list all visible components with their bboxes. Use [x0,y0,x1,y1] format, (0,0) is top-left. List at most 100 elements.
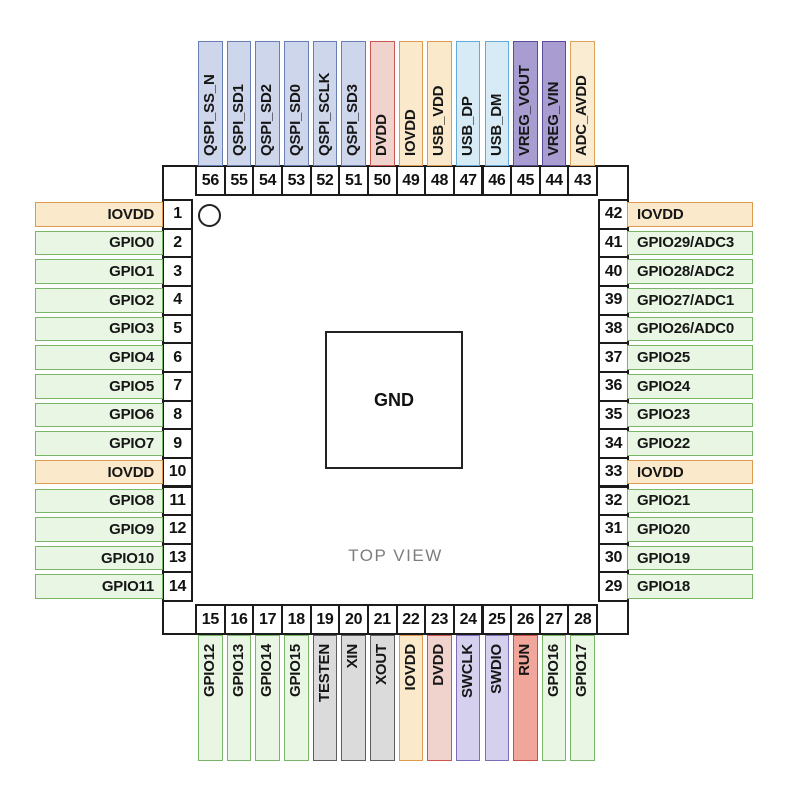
pin-number: 38 [598,313,629,345]
pin-label-text: GPIO0 [109,234,154,252]
pin-label: GPIO23 [627,402,753,428]
pin-number: 31 [598,514,629,545]
pin-label: GPIO7 [35,431,163,456]
pin-label-text: QSPI_SD1 [229,84,247,156]
pin-label-text: IOVDD [107,463,154,481]
pin-number: 15 [195,604,226,635]
pin-number: 12 [162,514,193,545]
pin-label: GPIO14 [255,635,280,761]
pin-label-text: XOUT [372,644,390,685]
pin-label: GPIO27/ADC1 [627,287,753,313]
pin-label: RUN [513,635,538,761]
pin-label-text: XIN [344,644,362,669]
pin-number: 28 [567,604,599,635]
pin-label-text: GPIO2 [109,291,154,309]
pin-number: 27 [538,604,570,635]
pin-number: 49 [395,165,427,196]
pin-number: 10 [162,456,193,488]
pin-label: GPIO10 [35,545,163,571]
pin-number: 37 [598,342,629,373]
pin-number: 35 [598,399,629,431]
pin-label: GPIO3 [35,316,163,342]
pin-label: USB_DM [484,41,510,166]
pin-label: GPIO0 [35,230,163,256]
pin-label-text: GPIO9 [109,520,154,538]
pin-label: DVDD [427,635,452,761]
pin-label-text: DVDD [430,644,448,686]
pin-label: QSPI_SD1 [226,41,252,166]
pin-label-text: IOVDD [637,463,684,481]
pin-label: GPIO13 [226,635,252,761]
pin-number: 7 [162,370,193,402]
pin-label: GPIO8 [35,488,163,514]
pin-label: USB_VDD [427,41,452,166]
pin-number: 47 [452,165,484,196]
pin-number: 54 [252,165,283,196]
pin-number: 19 [309,604,341,635]
pin-label-text: GPIO25 [637,349,690,367]
pin-number: 16 [223,604,255,635]
pin-label: GPIO12 [198,635,223,761]
pin-label-text: GPIO6 [109,406,154,424]
pin-number: 56 [195,165,226,196]
pin-label-text: GPIO8 [109,492,154,510]
pin-label-text: GPIO20 [637,520,690,538]
pin-number: 32 [598,485,629,517]
pin-label: USB_DP [455,41,481,166]
pin-number: 13 [162,542,193,574]
pin-number: 51 [338,165,369,196]
pin-number: 2 [162,227,193,259]
pin-label-text: GPIO16 [544,644,562,697]
pin-label-text: GPIO29/ADC3 [637,234,734,252]
pin-label-text: QSPI_SCLK [315,72,333,156]
pin-label-text: IOVDD [637,205,684,223]
pin-number: 9 [162,428,193,459]
pin-number: 55 [223,165,255,196]
gnd-pad: GND [325,331,463,469]
pin-number: 4 [162,284,193,316]
pin-label-text: GPIO1 [109,263,154,281]
pin-label: TESTEN [312,635,338,761]
pin-label: IOVDD [627,459,753,485]
pin-label: GPIO21 [627,488,753,514]
pin-label-text: QSPI_SD3 [344,84,362,156]
pin-label: GPIO1 [35,259,163,284]
pin-label-text: IOVDD [107,205,154,223]
pin-label: QSPI_SD2 [255,41,280,166]
pin-label-text: GPIO17 [573,644,591,697]
pin-label: IOVDD [35,459,163,485]
pin-label-text: USB_VDD [430,85,448,156]
pin-label-text: GPIO4 [109,349,154,367]
pin-label: GPIO24 [627,373,753,399]
pin-number: 5 [162,313,193,345]
pin-number: 40 [598,256,629,287]
pin-label-text: GPIO23 [637,406,690,424]
pin-number: 39 [598,284,629,316]
pin-number: 22 [395,604,427,635]
pin-number: 21 [366,604,398,635]
pin-label-text: GPIO21 [637,492,690,510]
pin-label: GPIO16 [541,635,567,761]
pin-label: VREG_VOUT [513,41,538,166]
pin-label-text: QSPI_SS_N [201,74,218,156]
pin-number: 45 [510,165,541,196]
pin-label-text: GPIO11 [101,578,154,596]
top-view-label: TOP VIEW [348,546,443,565]
pin-label: GPIO28/ADC2 [627,259,753,284]
pin-label: SWDIO [484,635,510,761]
pin-label-text: TESTEN [315,644,333,702]
pin-number: 43 [567,165,599,196]
pin-label-text: GPIO28/ADC2 [637,263,734,281]
pin-label-text: VREG_VIN [544,81,562,156]
pin-label: GPIO26/ADC0 [627,316,753,342]
pin-number: 11 [162,485,193,517]
gnd-label: GND [374,389,414,410]
pin-number: 30 [598,542,629,574]
pin-number: 3 [162,256,193,287]
pin-label-text: GPIO19 [637,549,690,567]
pin-label-text: GPIO26/ADC0 [637,320,734,338]
pin-label-text: VREG_VOUT [516,65,534,156]
pin-label: GPIO4 [35,345,163,370]
pin1-marker [198,204,221,227]
